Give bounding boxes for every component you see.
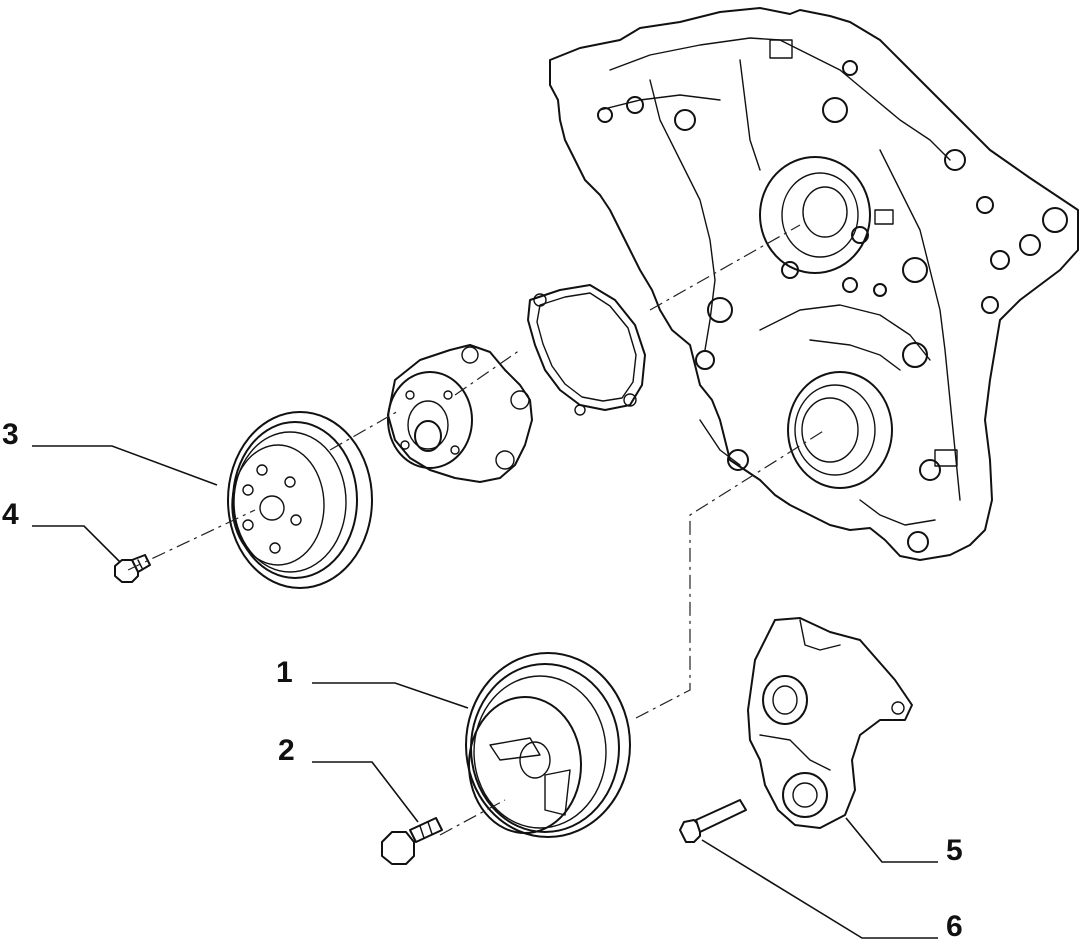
callout-6: 6 — [946, 910, 963, 943]
leader-6 — [701, 839, 938, 939]
water-pump-gasket — [527, 284, 646, 416]
crankshaft-pulley — [465, 652, 631, 838]
callout-5: 5 — [946, 834, 963, 867]
leader-2 — [312, 761, 419, 823]
assembly-centerlines — [127, 224, 826, 836]
leader-3 — [32, 445, 218, 486]
callout-4: 4 — [2, 498, 19, 531]
callout-1: 1 — [276, 656, 293, 689]
water-pump — [387, 344, 533, 483]
callout-3: 3 — [2, 418, 19, 451]
leader-4 — [32, 525, 121, 563]
water-pump-pulley — [227, 411, 373, 589]
crankshaft-pulley-bolt — [381, 817, 443, 865]
belt-tensioner — [747, 617, 913, 829]
callout-leaders — [32, 445, 938, 939]
tensioner-bolt — [679, 799, 747, 843]
leader-5 — [845, 817, 938, 863]
callout-2: 2 — [278, 734, 295, 767]
leader-1 — [312, 682, 469, 709]
timing-cover — [549, 7, 1079, 561]
pulley-bolt-small — [114, 554, 151, 583]
